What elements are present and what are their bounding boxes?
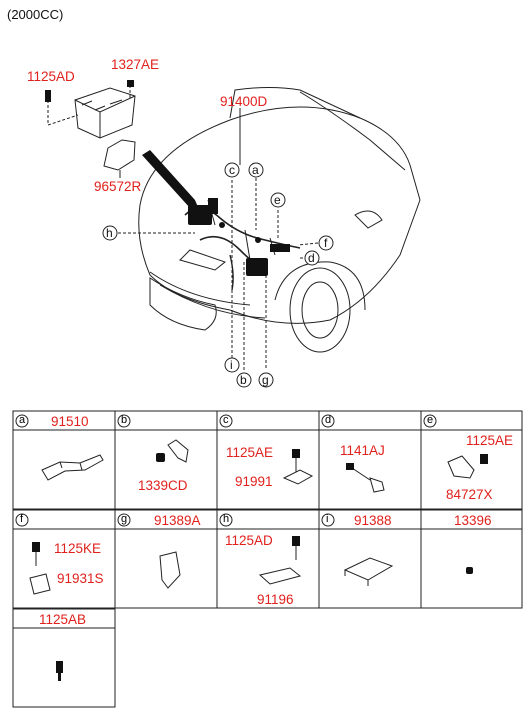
main-assembly-illustration <box>45 80 421 370</box>
cell-b-letter: b <box>121 414 128 426</box>
cell-i-letter: i <box>326 513 329 525</box>
part-number-1125AD: 1125AD <box>27 69 75 84</box>
cell-13396-title: 13396 <box>454 513 492 528</box>
part-number-96572R: 96572R <box>94 179 142 194</box>
cell-d-part-1: 1141AJ <box>340 443 385 458</box>
cell-g-title: 91389A <box>154 513 201 528</box>
cell-e-part-2: 84727X <box>446 487 493 502</box>
cell-c-letter: c <box>223 414 229 426</box>
callout-f: f <box>324 236 328 250</box>
cell-f-part-1: 1125KE <box>54 541 102 556</box>
callout-circles <box>102 162 334 388</box>
callout-c: c <box>229 163 235 177</box>
cell-a-letter: a <box>19 414 26 426</box>
cell-e-letter: e <box>427 414 434 426</box>
callout-h: h <box>106 226 113 240</box>
part-number-91400D: 91400D <box>220 94 268 109</box>
callout-e: e <box>274 193 281 207</box>
cell-a-title: 91510 <box>51 414 89 429</box>
cell-c-part-1: 1125AE <box>226 445 274 460</box>
cell-i-title: 91388 <box>354 513 392 528</box>
cell-h-letter: h <box>223 513 230 525</box>
cell-b-part-1: 1339CD <box>138 478 188 493</box>
callout-i: i <box>230 358 233 372</box>
cell-f-part-2: 91931S <box>57 571 104 586</box>
cell-h-part-1: 1125AD <box>225 533 273 548</box>
cell-1125AB-title: 1125AB <box>39 612 87 627</box>
cell-d-letter: d <box>325 414 332 426</box>
callout-b: b <box>240 373 247 387</box>
cell-g-letter: g <box>121 513 128 525</box>
part-number-1327AE: 1327AE <box>111 57 160 72</box>
callout-a: a <box>252 163 259 177</box>
cell-e-part-1: 1125AE <box>466 433 514 448</box>
engine-spec-label: (2000CC) <box>7 7 64 22</box>
cell-h-part-2: 91196 <box>257 592 294 607</box>
callout-g: g <box>262 373 269 387</box>
cell-f-letter: f <box>20 513 24 525</box>
cell-c-part-2: 91991 <box>235 474 273 489</box>
callout-d: d <box>308 251 315 265</box>
